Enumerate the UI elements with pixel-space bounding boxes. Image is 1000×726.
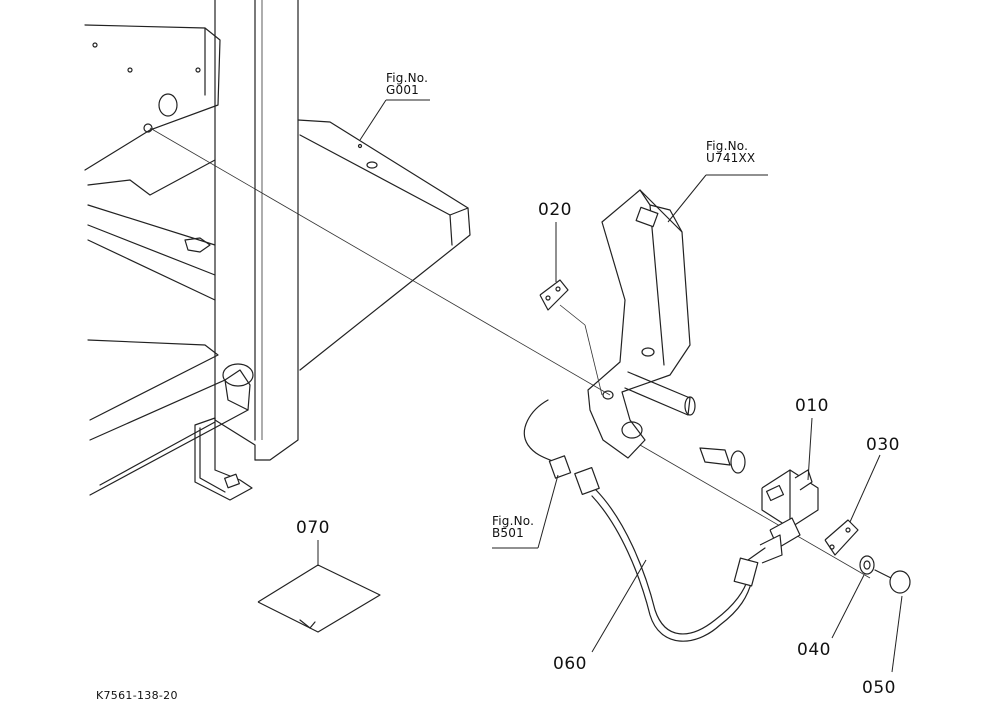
base-frame [87, 339, 254, 496]
callout-030[interactable]: 030 [866, 435, 900, 455]
part-020-plate [539, 279, 603, 396]
fig-ref-u741xx-number: U741XX [706, 151, 756, 165]
part-040-washer [859, 555, 875, 575]
fig-ref-b501-prefix: Fig.No. [492, 514, 535, 528]
panel-board [297, 119, 471, 371]
fig-ref-u741xx-prefix: Fig.No. [706, 139, 749, 153]
part-070-sheet [257, 564, 381, 633]
part-010-switch [759, 469, 819, 564]
fig-ref-g001[interactable]: Fig.No. G001 [386, 72, 428, 96]
fig-ref-b501[interactable]: Fig.No. B501 [492, 515, 534, 539]
bolt [699, 447, 746, 474]
callout-050[interactable]: 050 [862, 678, 896, 698]
pedal-arm [587, 189, 696, 459]
alignment-centerline [149, 127, 871, 579]
fig-ref-g001-number: G001 [386, 83, 420, 97]
fig-ref-u741xx[interactable]: Fig.No. U741XX [706, 140, 755, 164]
frame-panel [84, 24, 221, 301]
callout-leaders [317, 99, 903, 673]
part-050-screw [874, 569, 911, 594]
callout-070[interactable]: 070 [296, 518, 330, 538]
part-030-plate [824, 519, 859, 556]
callout-010[interactable]: 010 [795, 396, 829, 416]
callout-060[interactable]: 060 [553, 654, 587, 674]
part-060-harness [523, 399, 766, 642]
callout-020[interactable]: 020 [538, 200, 572, 220]
drawing-code: K7561-138-20 [96, 689, 178, 702]
callout-040[interactable]: 040 [797, 640, 831, 660]
vertical-posts [214, 0, 299, 461]
fig-ref-g001-prefix: Fig.No. [386, 71, 429, 85]
mounting-bracket-foot [194, 417, 253, 501]
fig-ref-b501-number: B501 [492, 526, 524, 540]
